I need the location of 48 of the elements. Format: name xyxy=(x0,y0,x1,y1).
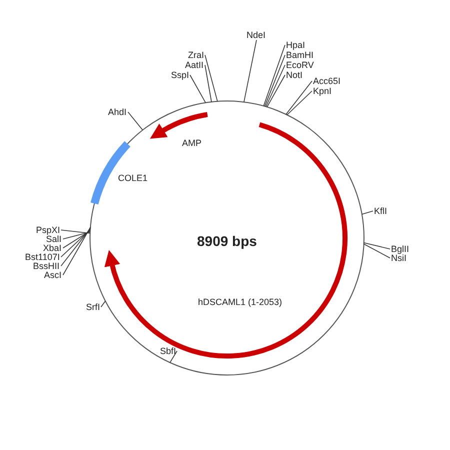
restriction-site-label: Acc65I xyxy=(313,76,341,86)
feature-label: AMP xyxy=(182,138,202,149)
leader-line xyxy=(170,350,178,363)
restriction-site-label: NotI xyxy=(286,70,303,80)
leader-line xyxy=(263,44,286,106)
restriction-site-label: SspI xyxy=(171,70,190,80)
leader-line xyxy=(266,74,286,108)
restriction-site-label: BglII xyxy=(391,244,410,254)
restriction-site-label: AatII xyxy=(185,60,204,70)
restriction-site-label: KflI xyxy=(374,206,388,216)
leader-line xyxy=(128,112,144,130)
leader-line xyxy=(363,244,390,258)
leader-line xyxy=(60,230,90,234)
restriction-site-label: ZraI xyxy=(188,50,204,60)
leader-line xyxy=(62,226,91,276)
restriction-site-label: PspXI xyxy=(36,225,60,235)
leader-line xyxy=(60,228,91,266)
restriction-site-label: Bst1107I xyxy=(25,252,60,262)
restriction-site-label: AscI xyxy=(44,270,62,280)
restriction-site-label: HpaI xyxy=(286,40,306,50)
leader-line xyxy=(286,80,312,115)
leader-line xyxy=(60,229,91,258)
restriction-site-label: AhdI xyxy=(108,107,127,117)
leader-line xyxy=(190,74,206,104)
leader-line xyxy=(266,64,286,108)
leader-line xyxy=(362,210,374,215)
restriction-site-label: BssHII xyxy=(33,261,60,271)
restriction-site-label: SrfI xyxy=(86,302,100,312)
leader-line xyxy=(364,242,390,250)
leader-line xyxy=(62,230,91,248)
restriction-site-label: NsiI xyxy=(391,253,406,263)
leader-line xyxy=(62,232,91,240)
leader-line xyxy=(204,54,218,102)
feature-label: COLE1 xyxy=(118,173,148,184)
leader-line xyxy=(264,54,286,107)
leader-line xyxy=(286,90,312,116)
restriction-site-label: NdeI xyxy=(246,30,266,40)
restriction-site-label: SbfI xyxy=(160,346,176,356)
leader-line xyxy=(100,300,106,308)
restriction-site-label: BamHI xyxy=(286,50,314,60)
leader-line xyxy=(244,40,257,102)
plasmid-size-label: 8909 bps xyxy=(197,233,257,249)
restriction-site-label: SalI xyxy=(46,234,62,244)
restriction-site-label: XbaI xyxy=(43,243,62,253)
leader-line xyxy=(204,64,212,102)
feature-label: hDSCAML1 (1-2053) xyxy=(198,297,282,308)
restriction-site-label: KpnI xyxy=(313,86,332,96)
restriction-site-label: EcoRV xyxy=(286,60,314,70)
